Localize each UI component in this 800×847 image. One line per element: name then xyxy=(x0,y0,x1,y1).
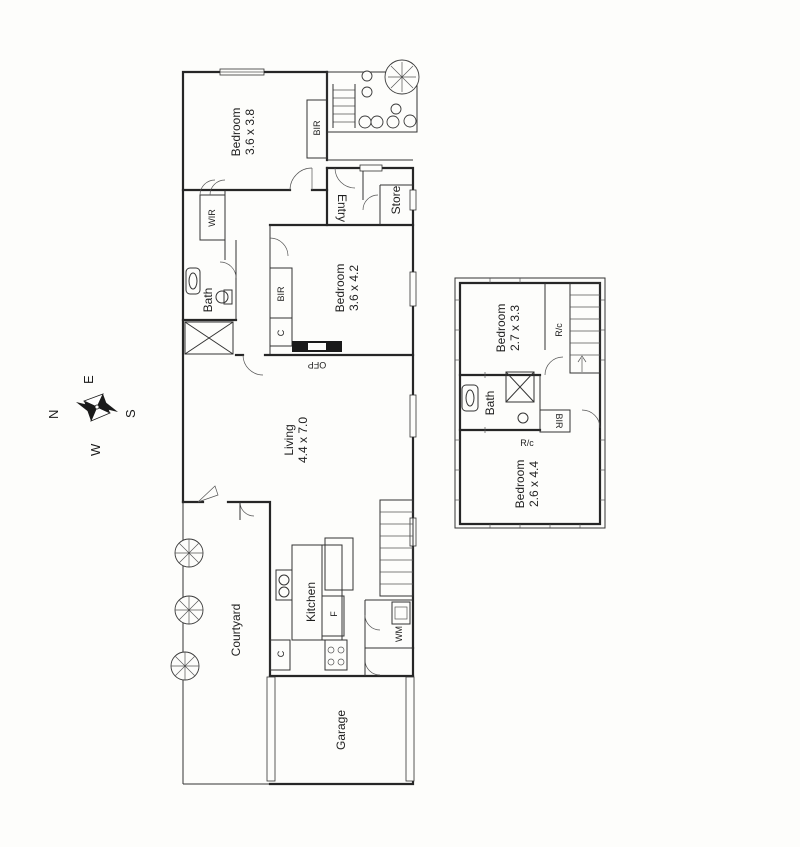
ground-labels: Bedroom 3.6 x 3.8 BIR WIR Bath Entry Sto… xyxy=(201,108,404,750)
rc-label-upper: R/c xyxy=(554,323,564,337)
compass-north: N xyxy=(46,410,61,419)
garage-label: Garage xyxy=(334,710,348,750)
compass-rose: N E S W xyxy=(46,375,138,456)
ground-floor xyxy=(170,59,420,786)
compass-west: W xyxy=(88,443,103,456)
bedroom-up2-name: Bedroom xyxy=(513,460,527,509)
upper-floor xyxy=(454,277,606,529)
upper-labels: Bedroom 2.7 x 3.3 R/c Bath BIR R/c Bedro… xyxy=(483,304,564,509)
rc-label-lower: R/c xyxy=(520,438,534,448)
bedroom-mid-name: Bedroom xyxy=(333,264,347,313)
bedroom-up2-size: 2.6 x 4.4 xyxy=(527,461,541,507)
bir-label-top: BIR xyxy=(312,120,322,136)
wir-label: WIR xyxy=(207,209,217,227)
bedroom-up1-name: Bedroom xyxy=(494,304,508,353)
bir-label-upper: BIR xyxy=(554,413,564,429)
living-name: Living xyxy=(282,424,296,455)
fridge-label: F xyxy=(329,611,339,617)
bedroom-up1-size: 2.7 x 3.3 xyxy=(508,305,522,351)
kitchen-label: Kitchen xyxy=(304,582,318,622)
cupboard-label-mid: C xyxy=(276,329,286,336)
ofp-label: OFP xyxy=(308,360,327,370)
bedroom-mid-size: 3.6 x 4.2 xyxy=(347,265,361,311)
cupboard-label-kitchen: C xyxy=(276,650,286,657)
living-size: 4.4 x 7.0 xyxy=(296,417,310,463)
compass-east: E xyxy=(81,375,96,384)
wm-label: WM xyxy=(394,626,404,642)
bedroom-main-name: Bedroom xyxy=(229,108,243,157)
bath-label-upper: Bath xyxy=(483,391,497,416)
compass-south: S xyxy=(123,409,138,418)
courtyard-label: Courtyard xyxy=(229,604,243,657)
bir-label-mid: BIR xyxy=(276,286,286,302)
store-label: Store xyxy=(389,185,403,214)
bedroom-main-size: 3.6 x 3.8 xyxy=(243,109,257,155)
entry-label: Entry xyxy=(335,194,349,222)
bath-label-ground: Bath xyxy=(201,288,215,313)
